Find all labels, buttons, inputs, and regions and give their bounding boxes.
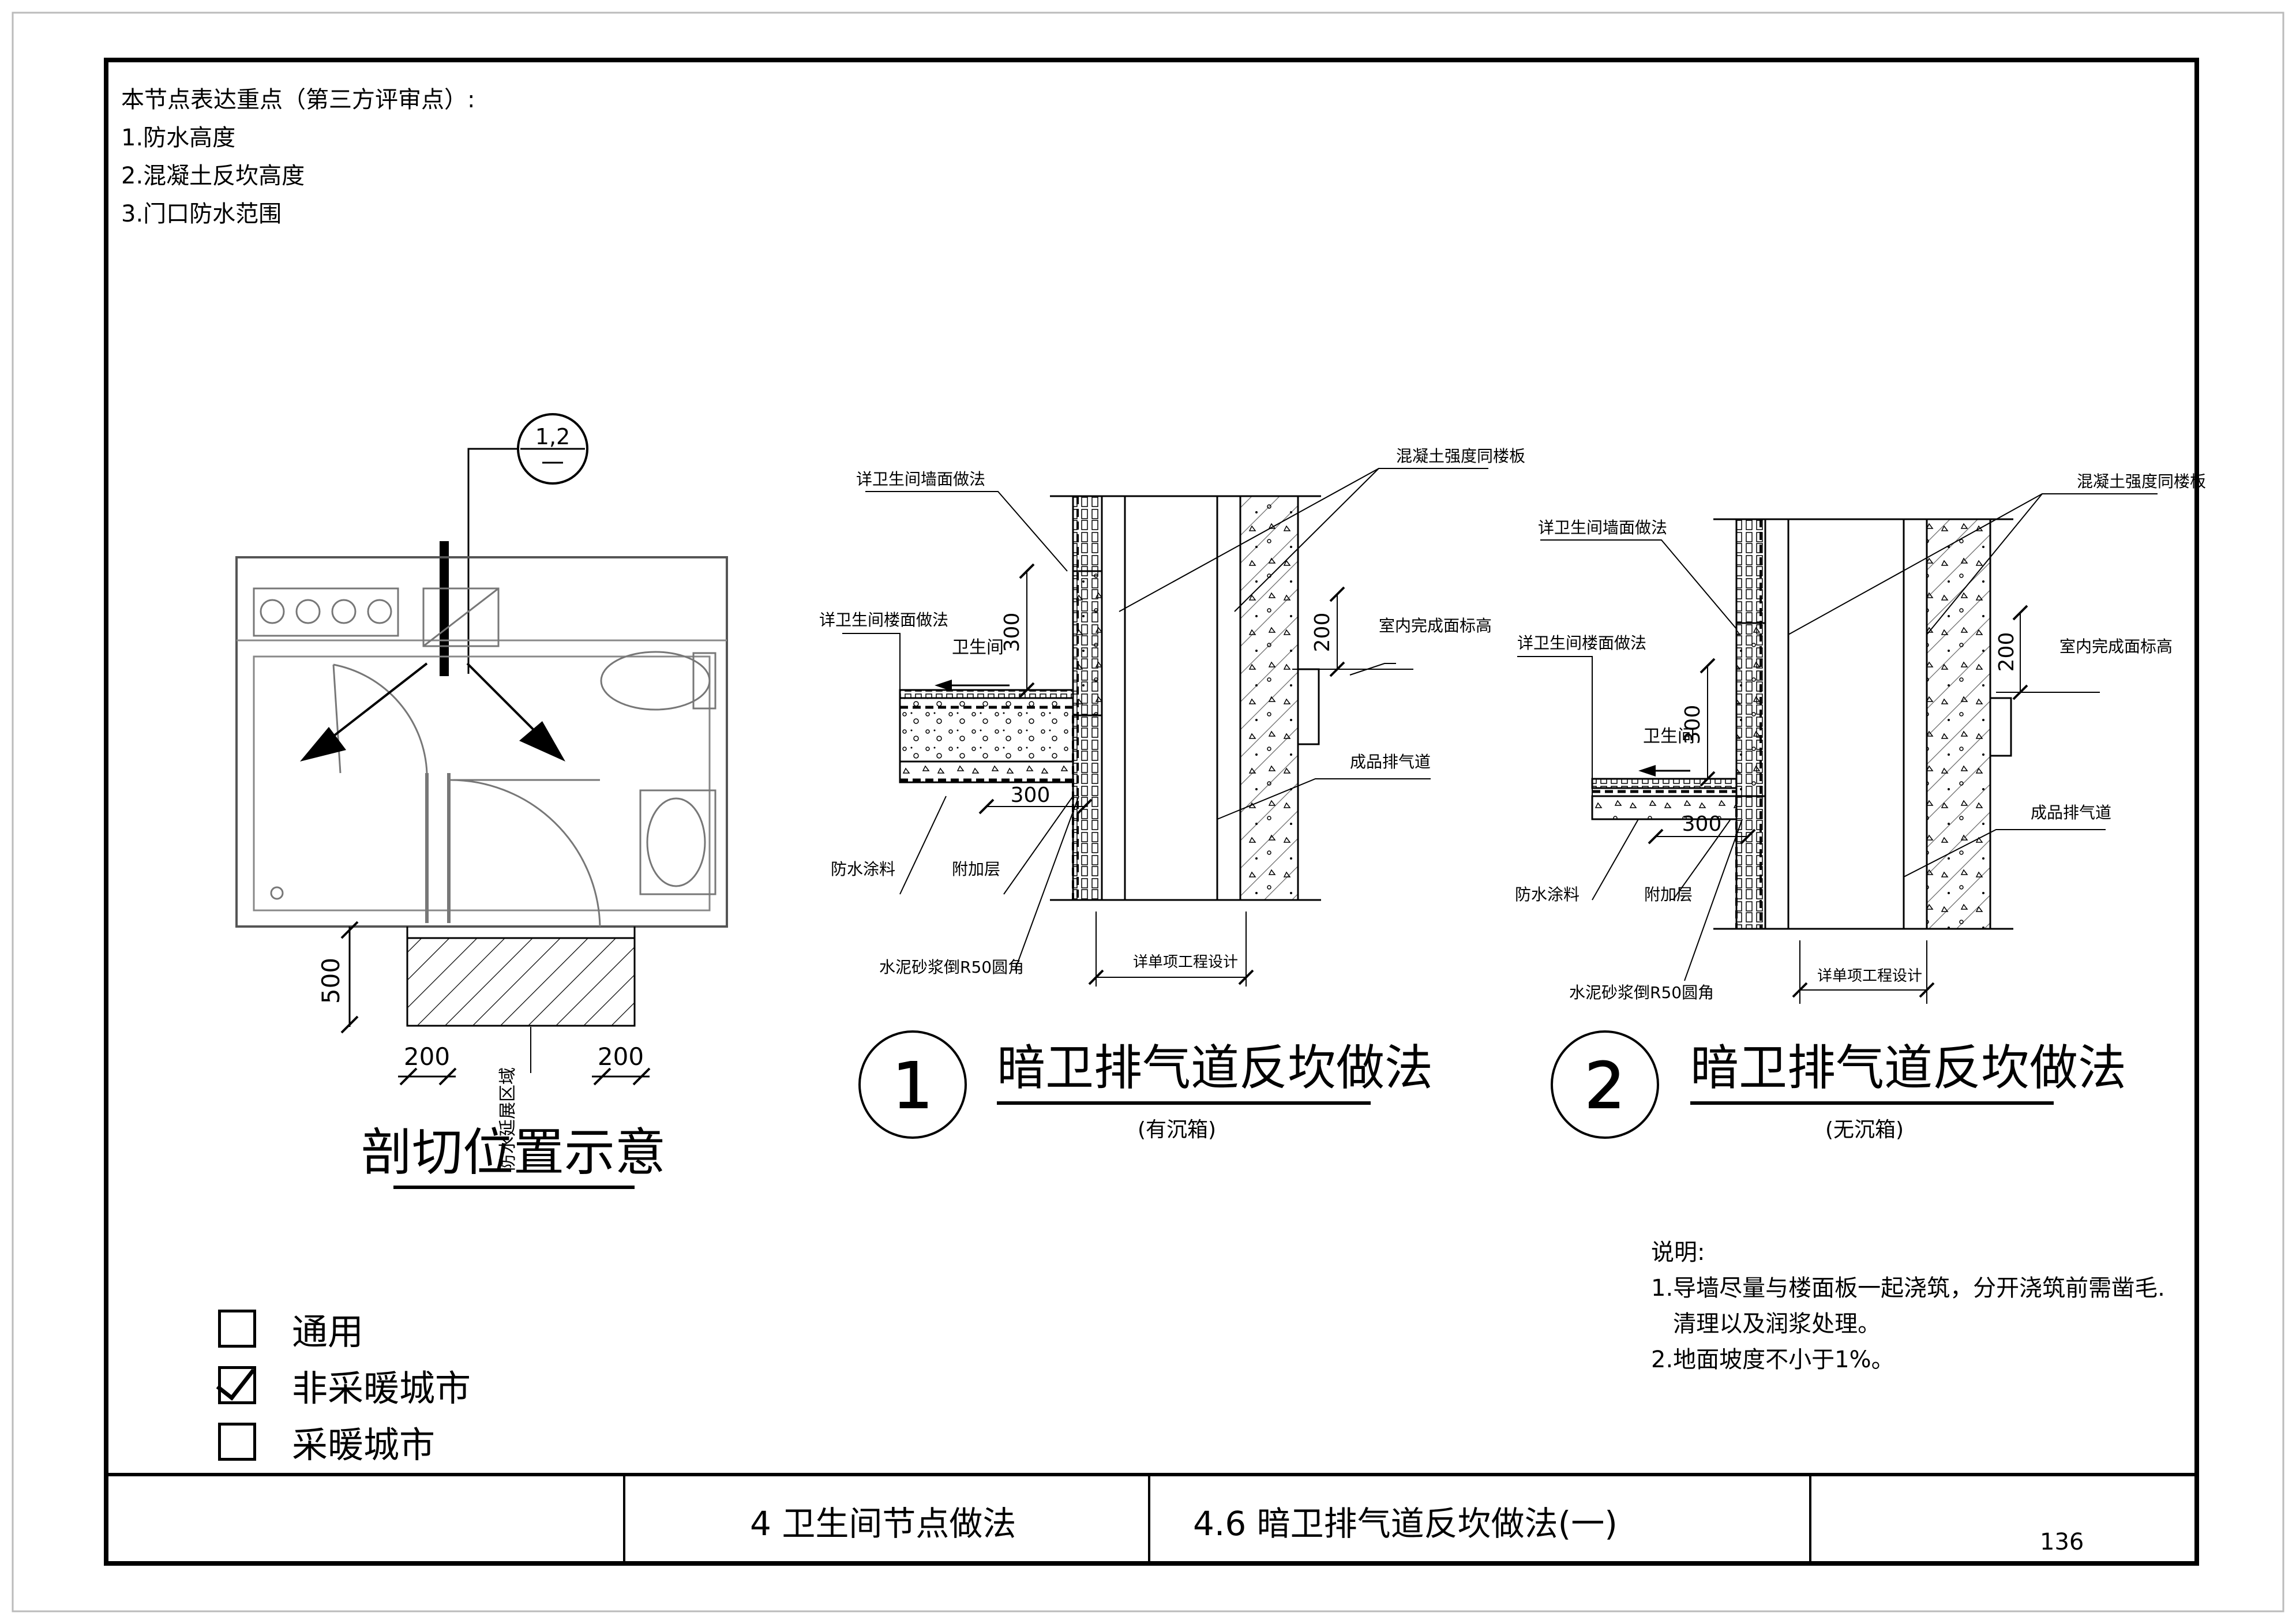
d1-subtitle: (有沉箱): [1138, 1118, 1216, 1142]
d1-mortar: 水泥砂浆倒R50圆角: [879, 958, 1024, 977]
checkbox-non-heating[interactable]: [218, 1366, 256, 1404]
d2-subtitle: (无沉箱): [1825, 1118, 1904, 1142]
remark-line-3: 2.地面坡度不小于1%。: [1651, 1347, 1894, 1373]
d1-waterproof: 防水涂料: [831, 860, 895, 879]
drawing-border: [104, 58, 2199, 1566]
waterproof-zone: [406, 937, 636, 1027]
d2-number: 2: [1585, 1049, 1625, 1123]
plan-dim-500: 500: [317, 958, 345, 1004]
d2-duct: 成品排气道: [2031, 803, 2111, 822]
checkbox-heating[interactable]: [218, 1423, 256, 1461]
legend-general-label: 通用: [292, 1311, 364, 1353]
key-point-3: 3.门口防水范围: [121, 201, 282, 227]
d2-dim-200: 200: [1995, 632, 2019, 672]
d2-title: 暗卫排气道反坎做法: [1690, 1040, 2126, 1096]
d2-number-circle: [1551, 1030, 1659, 1139]
plan-callout-text: 1,2: [535, 424, 570, 449]
d1-project: 详单项工程设计: [1133, 954, 1238, 971]
remark-line-2: 清理以及润浆处理。: [1651, 1311, 1881, 1337]
plan-title: 剖切位置示意: [361, 1123, 666, 1182]
legend-non-heating-label: 非采暖城市: [292, 1367, 471, 1409]
d1-additional: 附加层: [952, 860, 1000, 879]
d1-duct: 成品排气道: [1350, 752, 1431, 771]
plan-zone-label: 防水延展区域: [498, 1067, 518, 1171]
title-block: [106, 1473, 2197, 1563]
d2-concrete: 混凝土强度同楼板: [2077, 472, 2206, 491]
plan-dim-200-left: 200: [404, 1042, 450, 1071]
d1-finished-level: 室内完成面标高: [1379, 616, 1492, 635]
d1-number-circle: [858, 1030, 967, 1139]
tb-section: 4.6 暗卫排气道反坎做法(一): [1193, 1504, 1618, 1543]
detail-1-section: 详卫生间墙面做法 详卫生间楼面做法 卫生间 300 300 200 防水涂料 附…: [819, 447, 1525, 1142]
d2-dim-300-v: 300: [1681, 705, 1705, 745]
d2-additional: 附加层: [1644, 885, 1693, 904]
d2-mortar: 水泥砂浆倒R50圆角: [1569, 983, 1714, 1002]
d1-dim-200: 200: [1311, 613, 1334, 652]
key-points-heading: 本节点表达重点（第三方评审点）:: [121, 87, 475, 113]
plan-dim-200-right: 200: [598, 1042, 644, 1071]
bathroom-outline: [235, 556, 728, 928]
legend-non-heating[interactable]: 非采暖城市: [218, 1359, 471, 1411]
d1-room: 卫生间: [952, 637, 1004, 658]
key-point-2: 2.混凝土反坎高度: [121, 163, 305, 189]
legend-general[interactable]: 通用: [218, 1303, 363, 1355]
remarks-heading: 说明:: [1651, 1239, 1705, 1266]
d1-floor-finish: 详卫生间楼面做法: [819, 610, 948, 629]
d1-wall-finish: 详卫生间墙面做法: [856, 470, 985, 489]
remarks: 说明: 1.导墙尽量与楼面板一起浇筑，分开浇筑前需凿毛. 清理以及润浆处理。 2…: [1651, 1235, 2165, 1378]
d2-finished-level: 室内完成面标高: [2059, 637, 2173, 656]
outer-frame: [12, 12, 2284, 1612]
d1-concrete: 混凝土强度同楼板: [1396, 447, 1525, 466]
d1-title: 暗卫排气道反坎做法: [997, 1040, 1433, 1096]
legend-heating[interactable]: 采暖城市: [218, 1416, 435, 1468]
d2-wall-finish: 详卫生间墙面做法: [1538, 518, 1667, 537]
tb-chapter: 4 卫生间节点做法: [750, 1504, 1016, 1543]
tb-page-number: 136: [2040, 1529, 2084, 1555]
key-point-1: 1.防水高度: [121, 125, 236, 151]
d2-waterproof: 防水涂料: [1515, 885, 1580, 904]
d1-dim-300-v: 300: [1000, 613, 1024, 652]
key-points-notes: 本节点表达重点（第三方评审点）: 1.防水高度 2.混凝土反坎高度 3.门口防水…: [121, 81, 475, 233]
checkbox-general[interactable]: [218, 1310, 256, 1348]
detail-2-section: 详卫生间墙面做法 详卫生间楼面做法 卫生间 300 300 200 防水涂料 附…: [1515, 472, 2206, 1142]
legend-heating-label: 采暖城市: [292, 1424, 436, 1466]
d2-project: 详单项工程设计: [1817, 967, 1922, 985]
plan-view: 1,2: [235, 413, 728, 1189]
d1-number: 1: [892, 1049, 933, 1123]
d2-dim-300-h: 300: [1682, 812, 1722, 836]
d2-room: 卫生间: [1643, 726, 1695, 747]
d2-floor-finish: 详卫生间楼面做法: [1517, 633, 1646, 652]
d1-dim-300-h: 300: [1011, 783, 1051, 807]
remark-line-1: 1.导墙尽量与楼面板一起浇筑，分开浇筑前需凿毛.: [1651, 1275, 2165, 1302]
